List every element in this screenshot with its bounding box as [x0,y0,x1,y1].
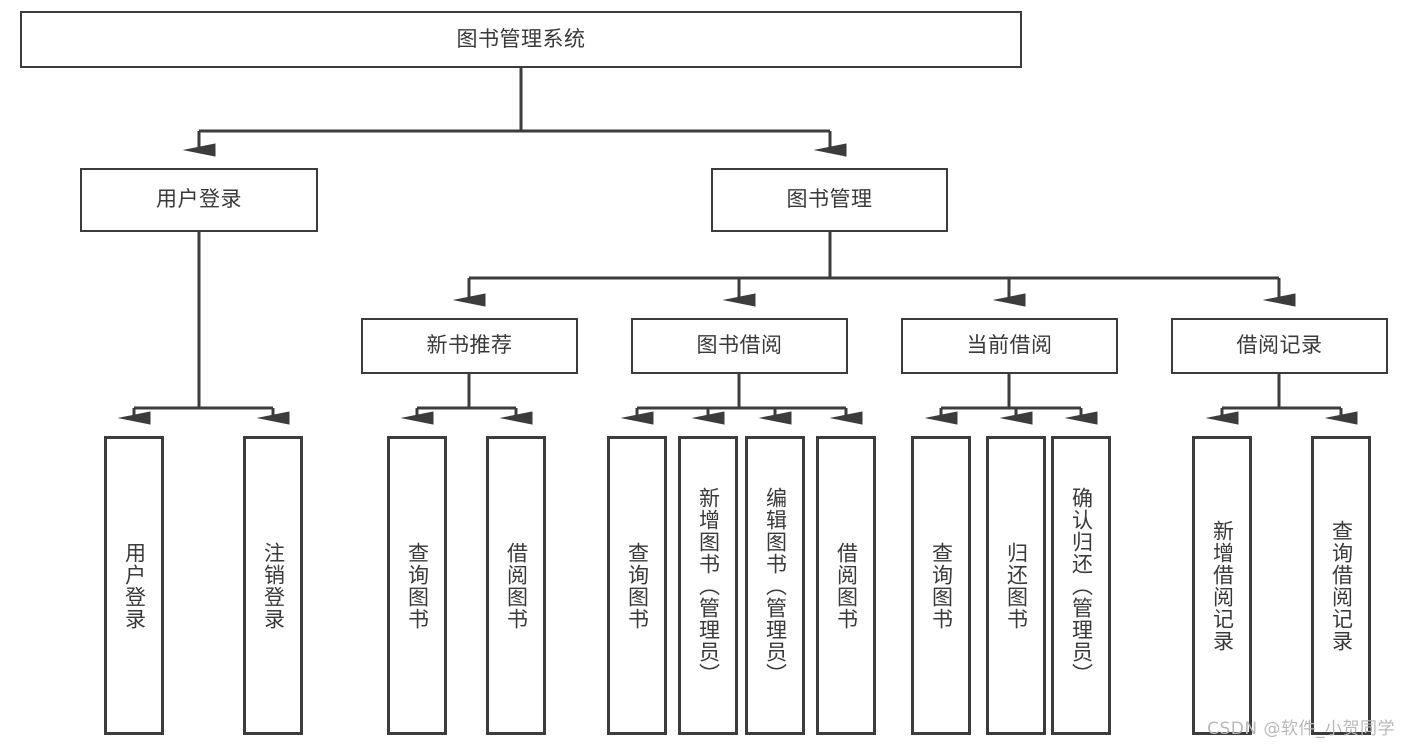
node-leaf-borrow-book-1-label: 借阅图书 [504,541,529,630]
node-leaf-query-book-1[interactable]: 查询图书 [387,436,447,735]
node-root-label: 图书管理系统 [456,26,586,51]
node-book-borrow[interactable]: 图书借阅 [631,318,848,374]
csdn-watermark: CSDN @软件_小贺同学 [1207,719,1395,739]
node-leaf-confirm-return[interactable]: 确认归还（管理员） [1051,436,1111,735]
node-leaf-borrow-book-1[interactable]: 借阅图书 [486,436,546,735]
node-leaf-logout[interactable]: 注销登录 [243,436,303,735]
node-leaf-query-book-3-label: 查询图书 [929,541,954,630]
node-leaf-add-book-label: 新增图书（管理员） [696,486,721,685]
node-leaf-edit-book[interactable]: 编辑图书（管理员） [745,436,805,735]
node-book-management[interactable]: 图书管理 [711,168,948,232]
node-leaf-edit-book-label: 编辑图书（管理员） [763,486,788,685]
node-leaf-add-record[interactable]: 新增借阅记录 [1192,436,1252,735]
node-leaf-return-book[interactable]: 归还图书 [986,436,1046,735]
node-borrow-record[interactable]: 借阅记录 [1171,318,1388,374]
node-book-management-label: 图书管理 [786,187,873,212]
node-leaf-add-record-label: 新增借阅记录 [1210,519,1235,652]
node-book-borrow-label: 图书借阅 [696,333,783,358]
node-leaf-query-record-label: 查询借阅记录 [1329,519,1354,652]
node-current-borrow[interactable]: 当前借阅 [901,318,1118,374]
node-leaf-borrow-book-2-label: 借阅图书 [834,541,859,630]
node-root[interactable]: 图书管理系统 [20,11,1022,68]
node-leaf-query-book-3[interactable]: 查询图书 [911,436,971,735]
node-leaf-return-book-label: 归还图书 [1004,541,1029,630]
node-leaf-user-login-label: 用户登录 [122,541,147,630]
node-leaf-query-book-2-label: 查询图书 [625,541,650,630]
node-leaf-add-book[interactable]: 新增图书（管理员） [678,436,738,735]
node-leaf-query-record[interactable]: 查询借阅记录 [1311,436,1371,735]
node-leaf-logout-label: 注销登录 [261,541,286,630]
node-new-book-recommend[interactable]: 新书推荐 [361,318,578,374]
node-user-login-label: 用户登录 [156,187,242,212]
node-user-login[interactable]: 用户登录 [80,168,318,232]
node-leaf-confirm-return-label: 确认归还（管理员） [1069,486,1094,685]
node-current-borrow-label: 当前借阅 [966,333,1053,358]
node-new-book-recommend-label: 新书推荐 [426,333,513,358]
node-leaf-borrow-book-2[interactable]: 借阅图书 [816,436,876,735]
node-borrow-record-label: 借阅记录 [1236,333,1323,358]
node-leaf-query-book-2[interactable]: 查询图书 [607,436,667,735]
node-leaf-query-book-1-label: 查询图书 [405,541,430,630]
node-leaf-user-login[interactable]: 用户登录 [104,436,164,735]
